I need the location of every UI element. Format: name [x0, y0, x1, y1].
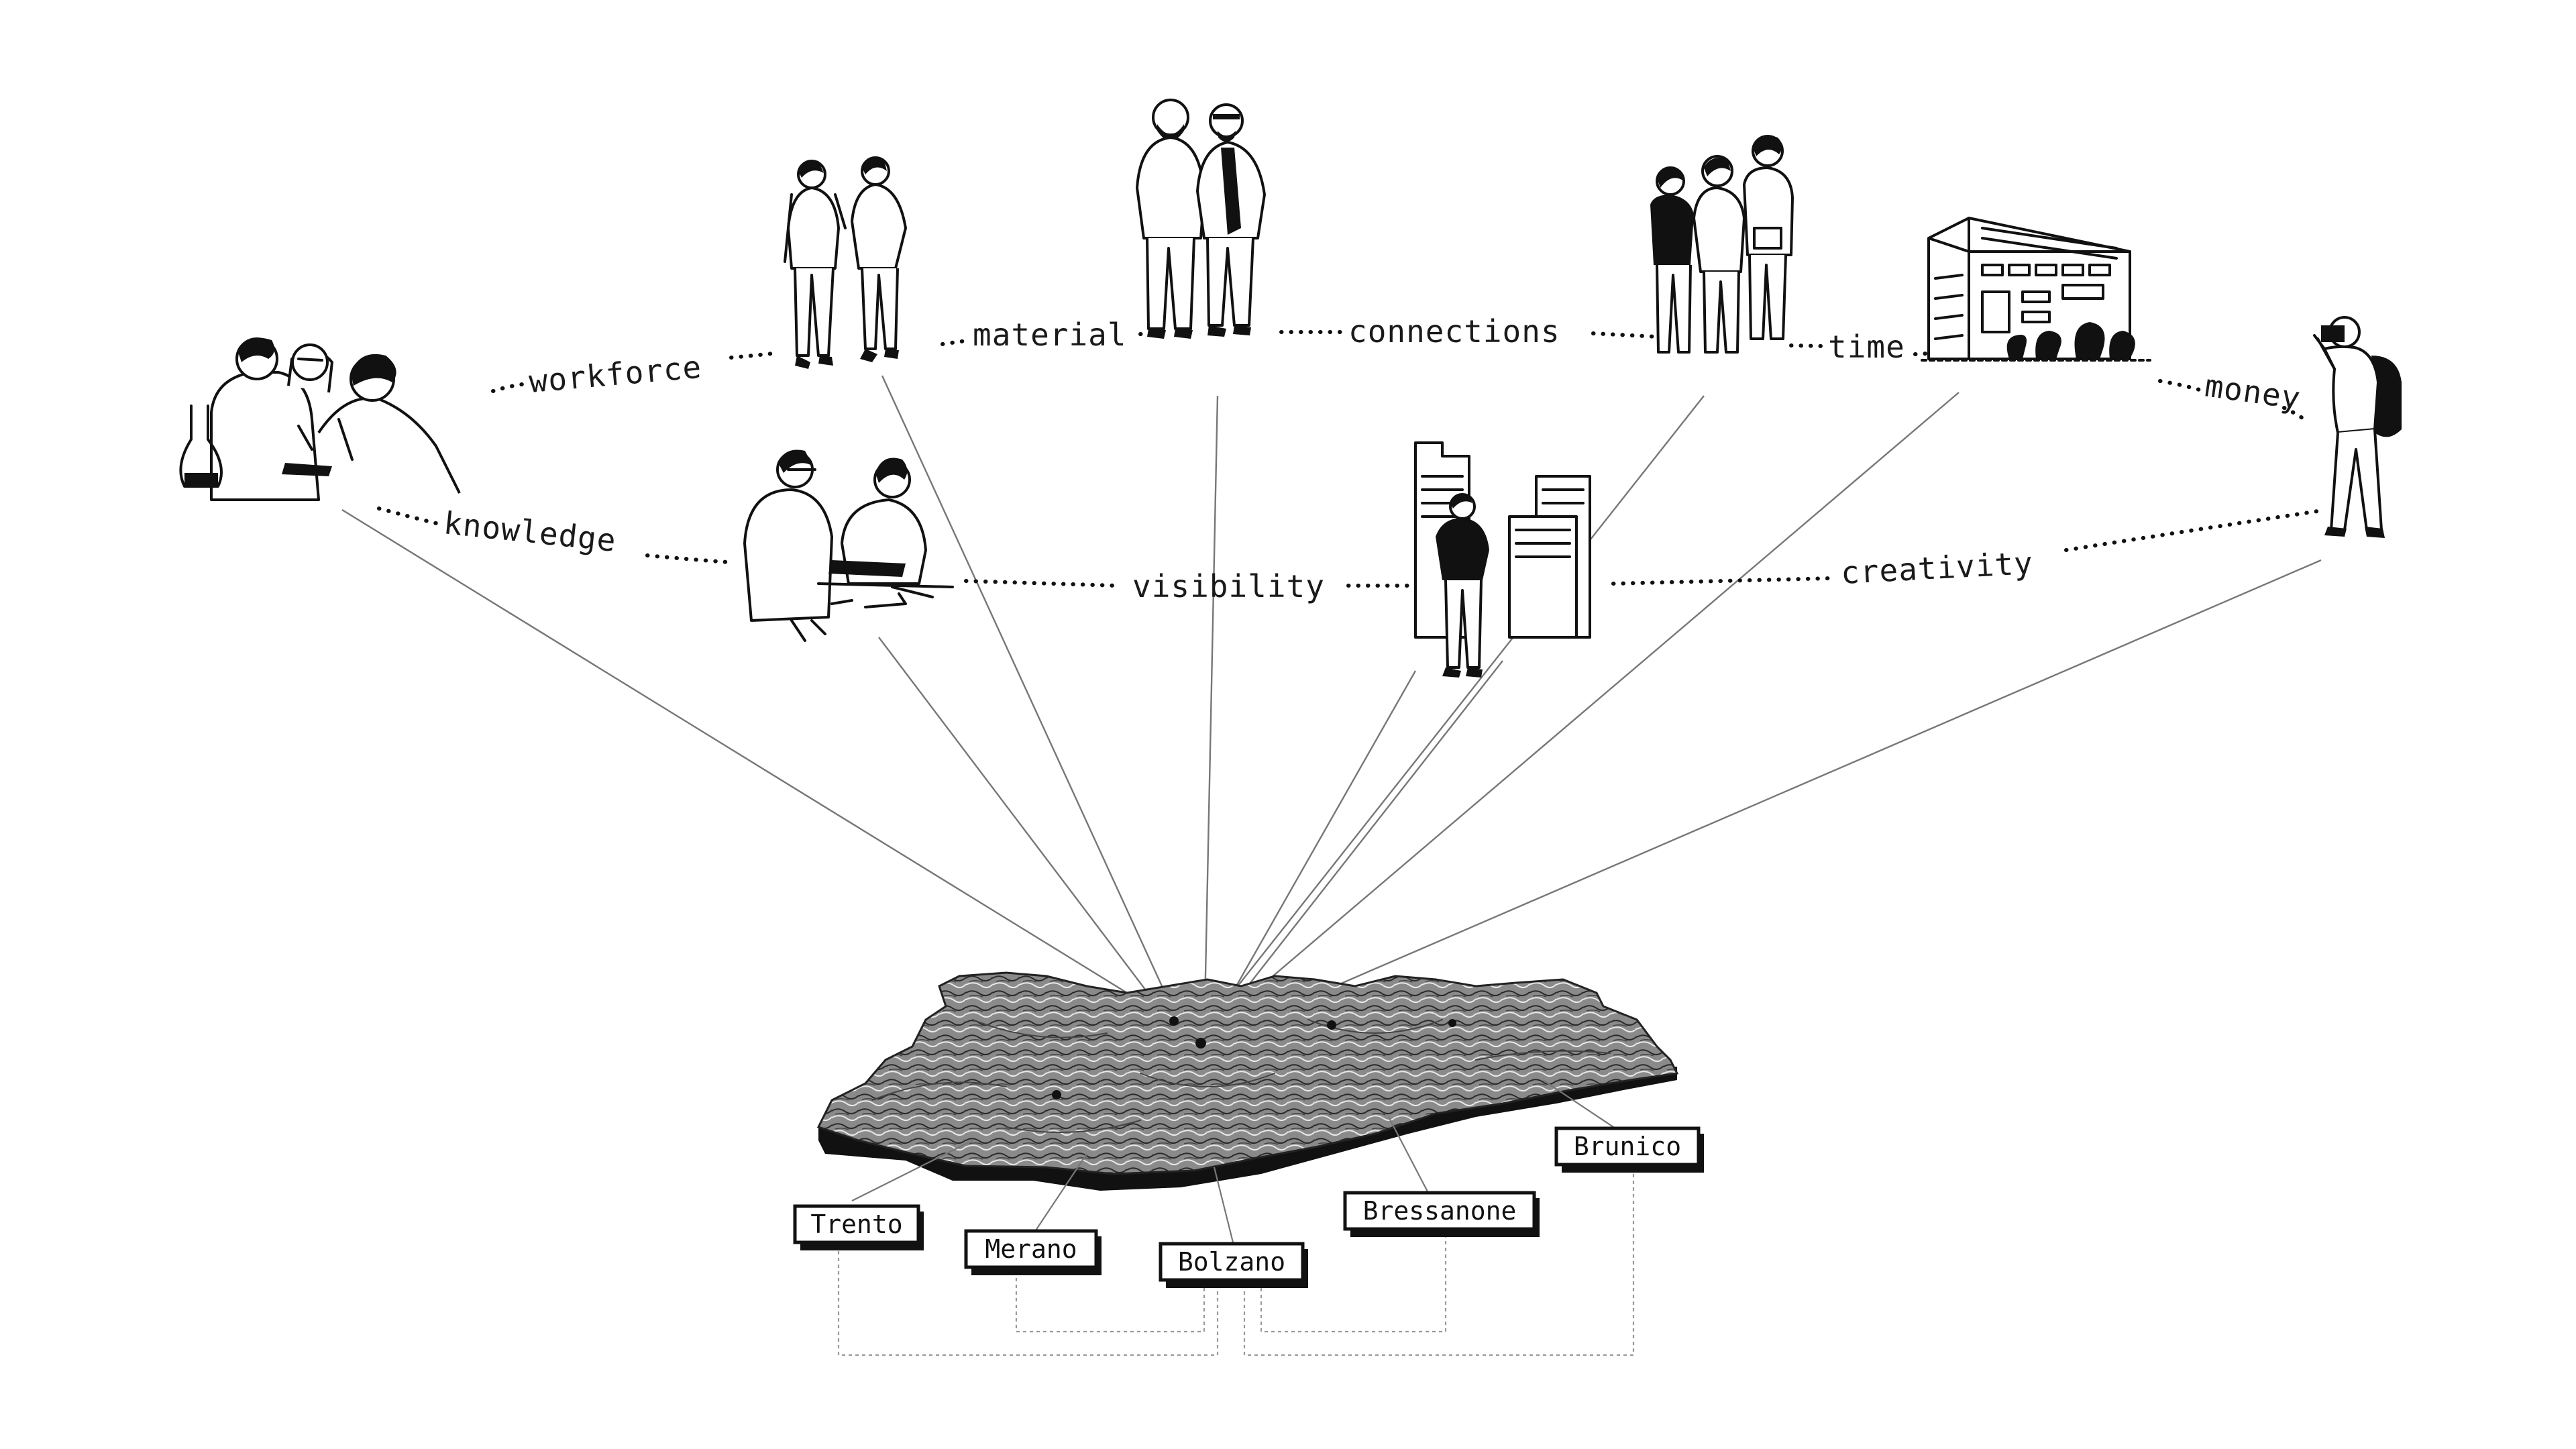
label-workforce: workforce: [527, 349, 703, 400]
city-bolzano: Bolzano: [1159, 1242, 1308, 1288]
craftsmen-icon: [743, 449, 954, 642]
label-connections: connections: [1348, 313, 1560, 350]
city-label-bolzano: Bolzano: [1178, 1247, 1285, 1277]
city-label-brunico: Brunico: [1574, 1132, 1681, 1161]
city-leaders: [851, 1079, 1624, 1248]
tourist-photographer-icon: [2313, 316, 2402, 538]
group-of-three-icon: [1650, 135, 1794, 354]
city-label-trento: Trento: [810, 1210, 902, 1239]
scientists-lab-icon: [179, 337, 461, 501]
label-money: money: [2202, 367, 2303, 416]
rays: [341, 375, 2322, 1040]
label-creativity: creativity: [1840, 545, 2034, 591]
city-label-bressanone: Bressanone: [1363, 1196, 1517, 1226]
city-bressanone: Bressanone: [1343, 1191, 1540, 1237]
city-trento: Trento: [793, 1204, 924, 1250]
campus-building-icon: [1921, 217, 2151, 362]
label-visibility: visibility: [1132, 568, 1325, 604]
label-time: time: [1828, 329, 1905, 365]
city-connectors: [837, 1167, 1635, 1356]
relief-map-icon: [816, 971, 1679, 1191]
city-brunico: Brunico: [1554, 1126, 1704, 1173]
city-merano: Merano: [964, 1229, 1102, 1275]
students-icon: [784, 156, 907, 369]
label-knowledge: knowledge: [442, 504, 618, 559]
label-material: material: [973, 317, 1127, 353]
two-men-icon: [1136, 99, 1266, 339]
city-label-merano: Merano: [985, 1234, 1077, 1264]
businessman-buildings-icon: [1414, 441, 1591, 678]
